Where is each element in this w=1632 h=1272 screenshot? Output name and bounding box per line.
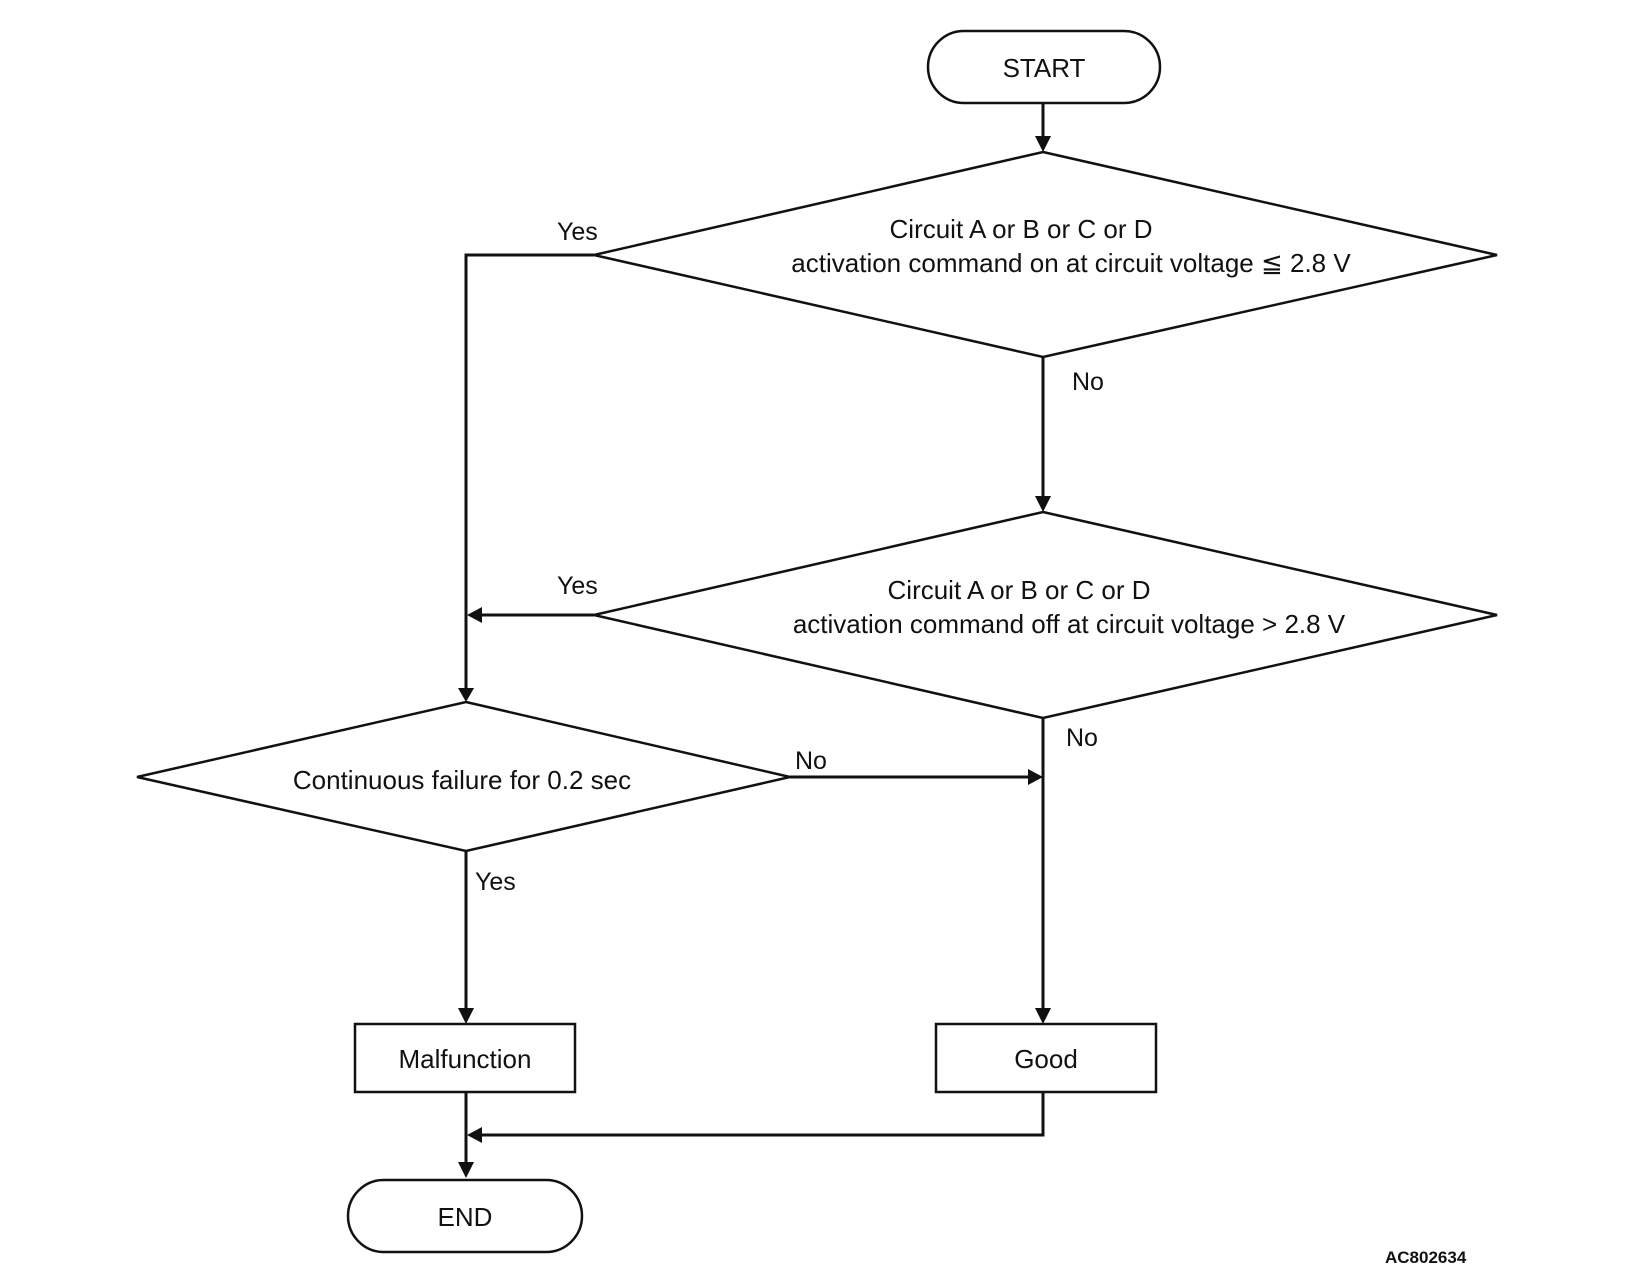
end-terminator xyxy=(346,1178,584,1254)
start-label: START xyxy=(1003,53,1086,83)
decision-continuous-failure-label: Continuous failure for 0.2 sec xyxy=(293,765,631,795)
edge-label-d2-yes: Yes xyxy=(557,572,598,600)
arrowhead-into-end xyxy=(458,1162,474,1178)
arrowhead-start-to-d1 xyxy=(1035,136,1051,152)
decision-activation-off-line2: activation command off at circuit voltag… xyxy=(793,609,1346,639)
malfunction-box xyxy=(353,1022,577,1094)
arrowhead-into-malfunction xyxy=(458,1008,474,1024)
edge-label-d3-no: No xyxy=(795,747,827,775)
good-box xyxy=(934,1022,1158,1094)
decision-activation-off-line1: Circuit A or B or C or D xyxy=(888,575,1151,605)
end-label: END xyxy=(438,1202,493,1232)
edge-label-d1-no: No xyxy=(1072,368,1104,396)
arrowhead-d3-no xyxy=(1028,769,1043,785)
edge-label-d2-no: No xyxy=(1066,724,1098,752)
arrowhead-into-good xyxy=(1035,1008,1051,1024)
arrowhead-good-join xyxy=(467,1127,482,1143)
decision-activation-on-line2: activation command on at circuit voltage… xyxy=(791,248,1351,278)
malfunction-label: Malfunction xyxy=(399,1044,532,1074)
edge-label-d1-yes: Yes xyxy=(557,218,598,246)
good-label: Good xyxy=(1014,1044,1078,1074)
arrowhead-into-d3 xyxy=(458,688,474,702)
figure-id: AC802634 xyxy=(1385,1248,1467,1267)
connector-good-to-end xyxy=(482,1092,1045,1137)
edge-label-d3-yes: Yes xyxy=(475,868,516,896)
arrowhead-into-d2 xyxy=(1035,496,1051,512)
arrowhead-d2-yes xyxy=(467,607,482,623)
connector-d1-yes xyxy=(464,253,594,690)
decision-activation-on-line1: Circuit A or B or C or D xyxy=(890,214,1153,244)
